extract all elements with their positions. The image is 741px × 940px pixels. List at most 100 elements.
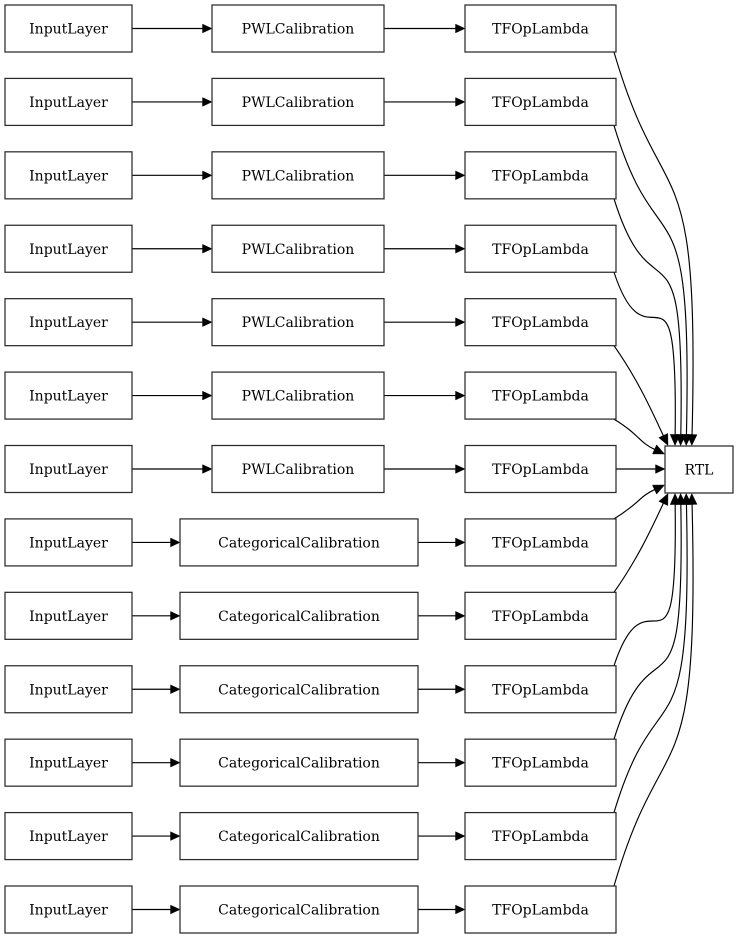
node-tf-op-lambda[interactable]: TFOpLambda — [464, 591, 617, 640]
node-tf-op-lambda-box[interactable] — [464, 371, 617, 420]
node-input-layer-box[interactable] — [4, 885, 133, 934]
node-pwl-calibration-box[interactable] — [211, 4, 385, 53]
node-tf-op-lambda-box[interactable] — [464, 738, 617, 787]
node-tf-op-lambda[interactable]: TFOpLambda — [464, 811, 617, 861]
node-tf-op-lambda-label: TFOpLambda — [492, 22, 589, 38]
node-input-layer[interactable]: InputLayer — [4, 738, 133, 787]
node-pwl-calibration-label: PWLCalibration — [242, 95, 355, 111]
edge-calibration-to-lambda — [384, 170, 466, 181]
node-input-layer[interactable]: InputLayer — [4, 811, 133, 861]
node-tf-op-lambda[interactable]: TFOpLambda — [464, 371, 617, 420]
node-input-layer-box[interactable] — [4, 444, 133, 494]
node-input-layer[interactable]: InputLayer — [4, 885, 133, 934]
node-categorical-calibration-label: CategoricalCalibration — [218, 829, 380, 845]
node-input-layer[interactable]: InputLayer — [4, 224, 133, 273]
node-input-layer-label: InputLayer — [29, 315, 108, 331]
node-categorical-calibration[interactable]: CategoricalCalibration — [179, 665, 419, 714]
node-input-layer-box[interactable] — [4, 518, 133, 567]
node-categorical-calibration-box[interactable] — [179, 811, 419, 861]
node-tf-op-lambda[interactable]: TFOpLambda — [464, 4, 617, 53]
node-tf-op-lambda-box[interactable] — [464, 811, 617, 861]
node-categorical-calibration-box[interactable] — [179, 738, 419, 787]
node-tf-op-lambda[interactable]: TFOpLambda — [464, 738, 617, 787]
node-tf-op-lambda[interactable]: TFOpLambda — [464, 885, 617, 934]
edge-input-to-calibration — [132, 97, 213, 107]
node-pwl-calibration-label: PWLCalibration — [242, 315, 355, 331]
node-tf-op-lambda-label: TFOpLambda — [492, 756, 589, 772]
node-pwl-calibration[interactable]: PWLCalibration — [211, 151, 385, 200]
node-tf-op-lambda-box[interactable] — [464, 885, 617, 934]
node-pwl-calibration-box[interactable] — [211, 371, 385, 420]
node-tf-op-lambda[interactable]: TFOpLambda — [464, 665, 617, 714]
node-input-layer[interactable]: InputLayer — [4, 298, 133, 347]
node-pwl-calibration-box[interactable] — [211, 224, 385, 273]
edge-lambda-to-rtl — [613, 493, 692, 813]
node-pwl-calibration-box[interactable] — [211, 77, 385, 127]
node-input-layer[interactable]: InputLayer — [4, 151, 133, 200]
edge-lambda-to-rtl — [613, 418, 665, 455]
node-categorical-calibration-box[interactable] — [179, 665, 419, 714]
node-tf-op-lambda[interactable]: TFOpLambda — [464, 444, 617, 494]
node-tf-op-lambda-box[interactable] — [464, 591, 617, 640]
node-input-layer-box[interactable] — [4, 665, 133, 714]
node-tf-op-lambda-box[interactable] — [464, 518, 617, 567]
node-tf-op-lambda[interactable]: TFOpLambda — [464, 224, 617, 273]
node-categorical-calibration-box[interactable] — [179, 591, 419, 640]
node-tf-op-lambda-box[interactable] — [464, 77, 617, 127]
node-categorical-calibration-box[interactable] — [179, 518, 419, 567]
edge-lambda-to-rtl — [613, 493, 669, 593]
edge-input-to-calibration — [132, 317, 213, 327]
node-input-layer[interactable]: InputLayer — [4, 444, 133, 494]
node-pwl-calibration[interactable]: PWLCalibration — [211, 4, 385, 53]
node-input-layer[interactable]: InputLayer — [4, 77, 133, 127]
node-input-layer-box[interactable] — [4, 4, 133, 53]
node-categorical-calibration[interactable]: CategoricalCalibration — [179, 518, 419, 567]
node-tf-op-lambda-box[interactable] — [464, 298, 617, 347]
node-tf-op-lambda-box[interactable] — [464, 444, 617, 494]
node-pwl-calibration[interactable]: PWLCalibration — [211, 298, 385, 347]
node-categorical-calibration[interactable]: CategoricalCalibration — [179, 885, 419, 934]
node-tf-op-lambda[interactable]: TFOpLambda — [464, 151, 617, 200]
node-tf-op-lambda-box[interactable] — [464, 151, 617, 200]
node-tf-op-lambda[interactable]: TFOpLambda — [464, 77, 617, 127]
node-tf-op-lambda-box[interactable] — [464, 224, 617, 273]
node-input-layer[interactable]: InputLayer — [4, 665, 133, 714]
node-input-layer-box[interactable] — [4, 738, 133, 787]
node-pwl-calibration[interactable]: PWLCalibration — [211, 444, 385, 494]
node-categorical-calibration[interactable]: CategoricalCalibration — [179, 738, 419, 787]
edge-input-to-calibration — [132, 170, 213, 181]
node-categorical-calibration[interactable]: CategoricalCalibration — [179, 811, 419, 861]
edge-input-to-calibration — [132, 684, 181, 694]
node-pwl-calibration[interactable]: PWLCalibration — [211, 224, 385, 273]
node-tf-op-lambda[interactable]: TFOpLambda — [464, 518, 617, 567]
node-categorical-calibration[interactable]: CategoricalCalibration — [179, 591, 419, 640]
node-tf-op-lambda-box[interactable] — [464, 4, 617, 53]
node-input-layer[interactable]: InputLayer — [4, 4, 133, 53]
node-input-layer-box[interactable] — [4, 224, 133, 273]
edge-calibration-to-lambda — [384, 464, 466, 474]
node-rtl-box[interactable] — [664, 445, 734, 494]
node-tf-op-lambda-label: TFOpLambda — [492, 609, 589, 625]
node-input-layer[interactable]: InputLayer — [4, 371, 133, 420]
node-input-layer-box[interactable] — [4, 298, 133, 347]
node-pwl-calibration[interactable]: PWLCalibration — [211, 371, 385, 420]
node-rtl[interactable]: RTL — [664, 445, 734, 494]
node-tf-op-lambda[interactable]: TFOpLambda — [464, 298, 617, 347]
node-categorical-calibration-box[interactable] — [179, 885, 419, 934]
node-tf-op-lambda-box[interactable] — [464, 665, 617, 714]
node-input-layer[interactable]: InputLayer — [4, 518, 133, 567]
node-rtl-label: RTL — [685, 463, 714, 479]
node-pwl-calibration-box[interactable] — [211, 444, 385, 494]
node-input-layer-box[interactable] — [4, 371, 133, 420]
node-pwl-calibration-box[interactable] — [211, 151, 385, 200]
node-categorical-calibration-label: CategoricalCalibration — [218, 682, 380, 698]
node-input-layer-box[interactable] — [4, 591, 133, 640]
node-pwl-calibration-box[interactable] — [211, 298, 385, 347]
node-input-layer-box[interactable] — [4, 77, 133, 127]
node-input-layer[interactable]: InputLayer — [4, 591, 133, 640]
node-input-layer-box[interactable] — [4, 811, 133, 861]
edge-input-to-calibration — [132, 244, 213, 254]
node-pwl-calibration[interactable]: PWLCalibration — [211, 77, 385, 127]
node-input-layer-box[interactable] — [4, 151, 133, 200]
